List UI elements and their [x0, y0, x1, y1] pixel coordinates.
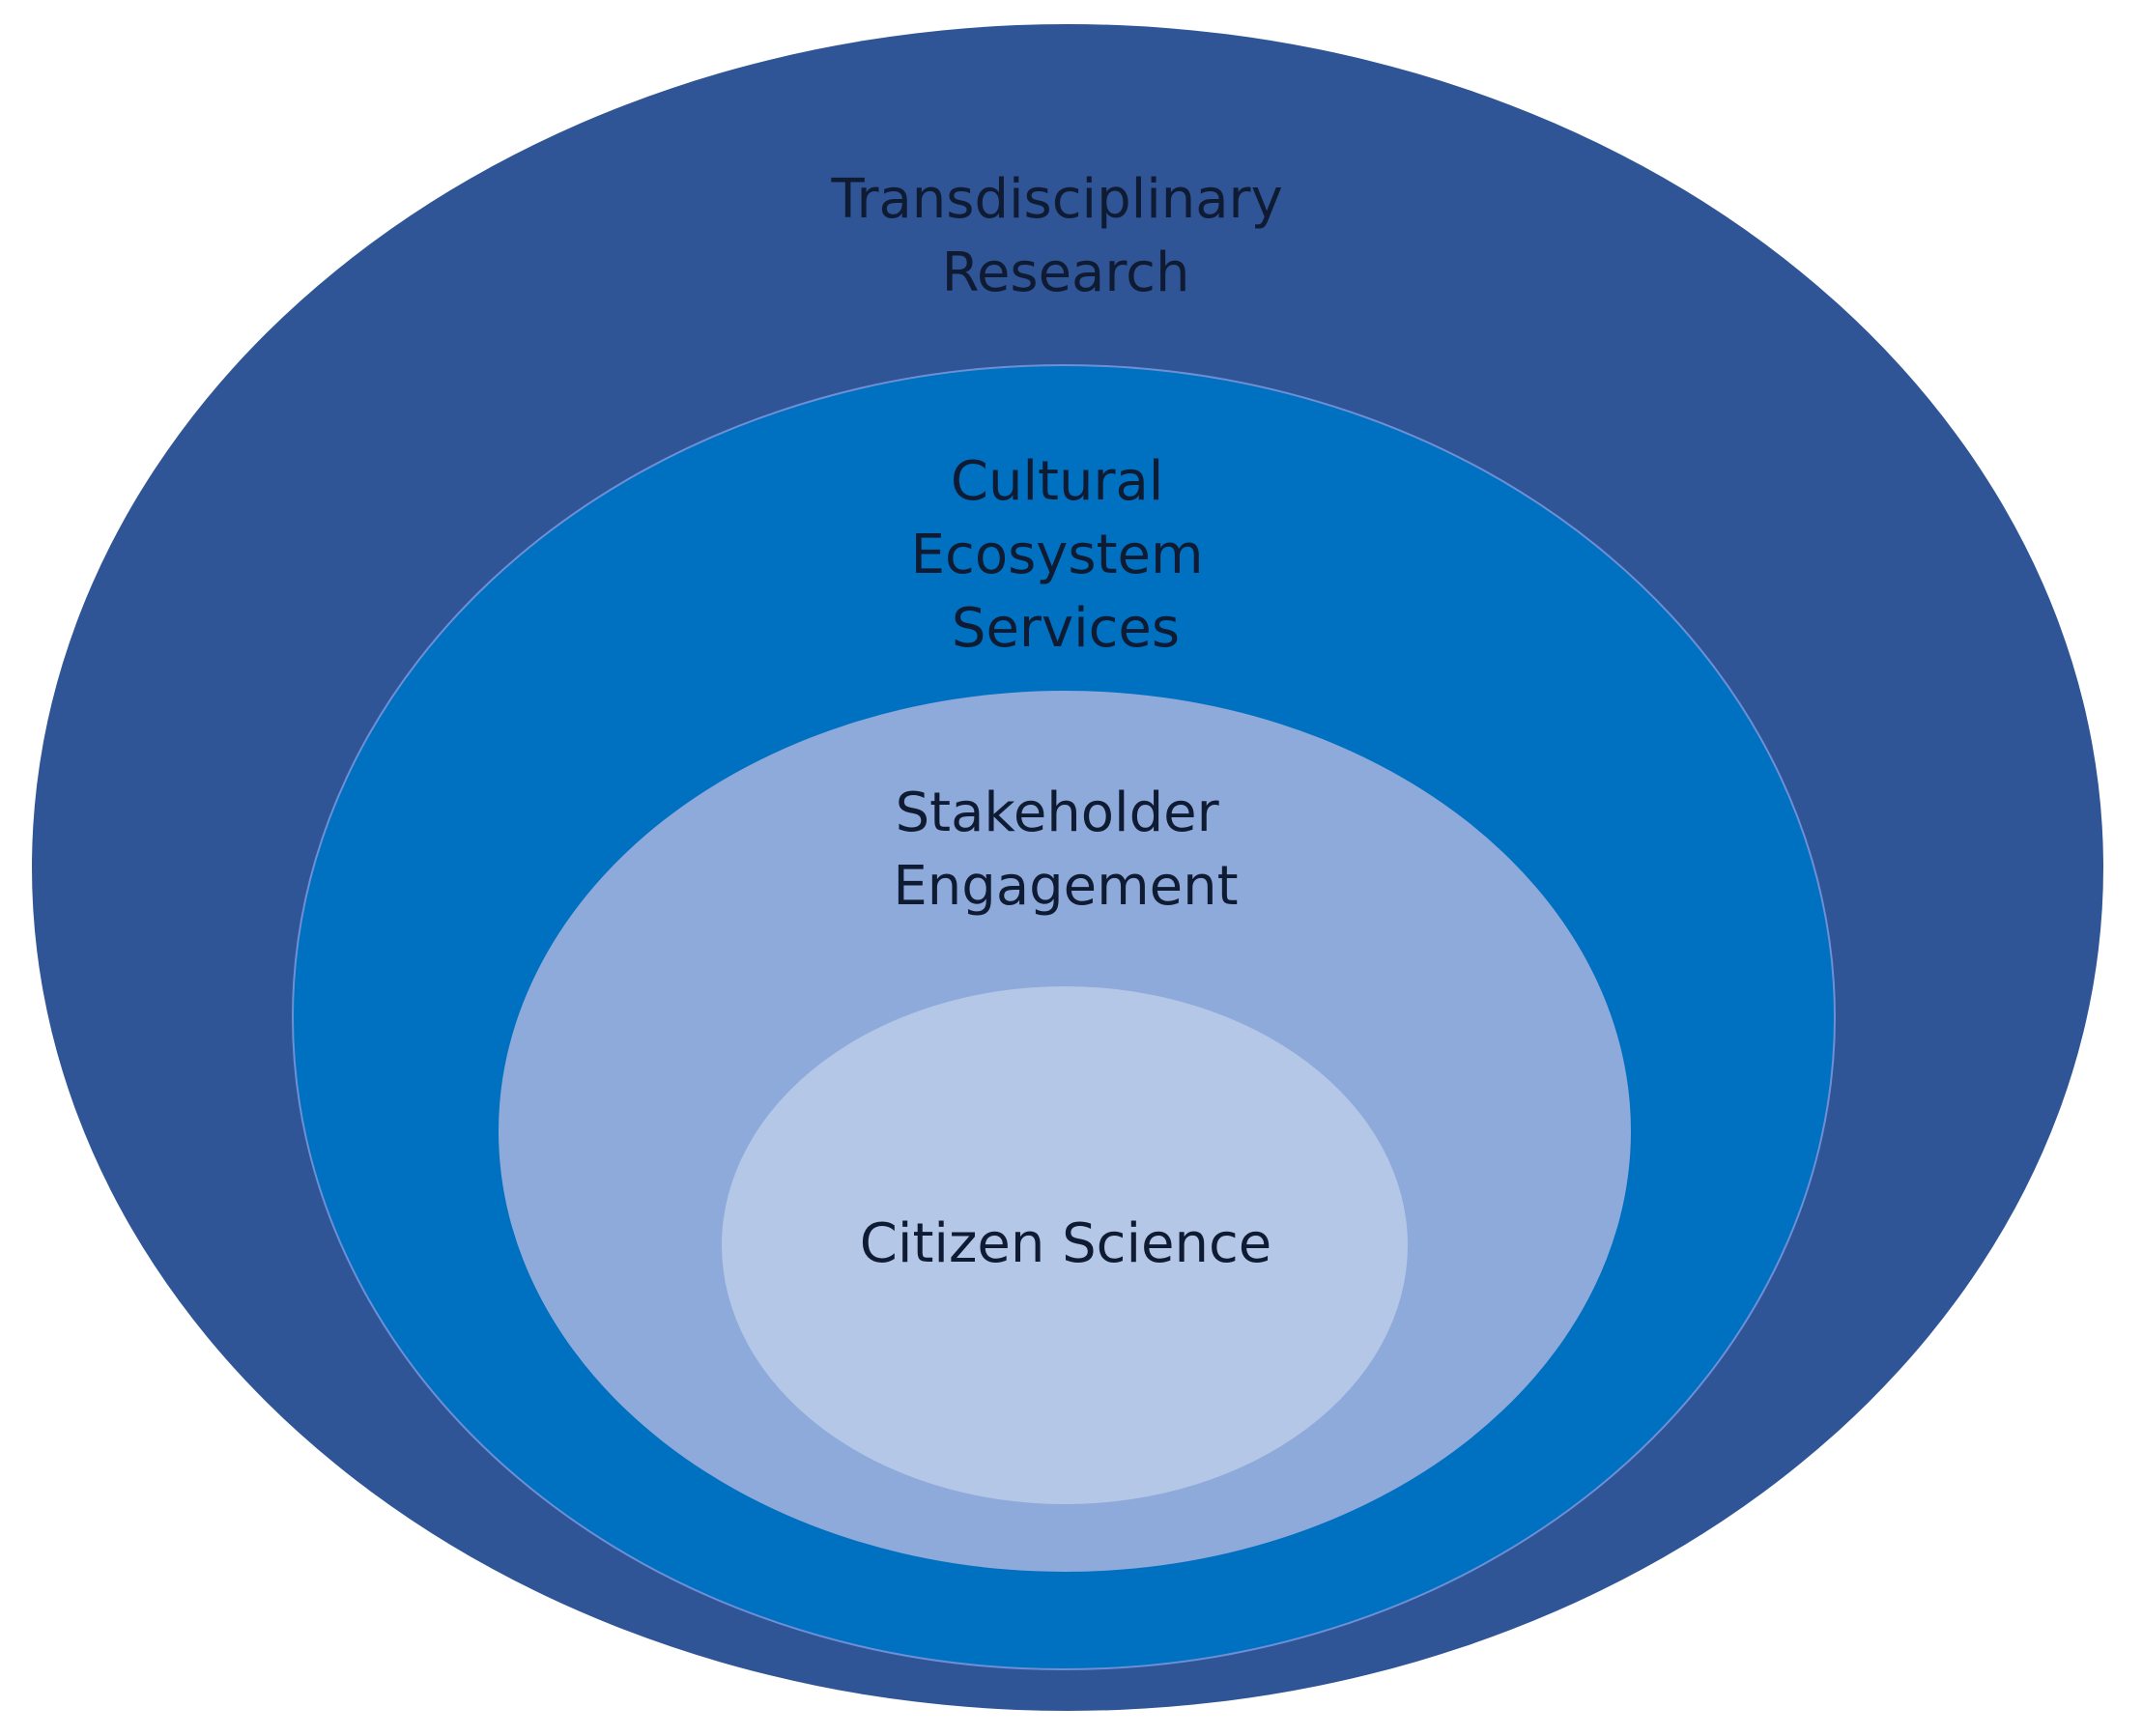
label-citizen-science: Citizen Science — [860, 1212, 1271, 1275]
label-line: Engagement — [893, 855, 1238, 918]
label-line: Transdisciplinary — [830, 168, 1282, 231]
label-line: Citizen Science — [860, 1212, 1271, 1275]
label-transdisciplinary-research: Transdisciplinary Research — [830, 168, 1299, 304]
label-line: Ecosystem — [911, 524, 1204, 586]
label-line: Services — [952, 597, 1180, 660]
label-line: Stakeholder — [896, 782, 1220, 844]
label-line: Cultural — [951, 450, 1164, 513]
label-cultural-ecosystem-services: Cultural Ecosystem Services — [911, 450, 1221, 660]
label-line: Research — [942, 242, 1190, 304]
ring-citizen-science — [722, 986, 1408, 1504]
label-stakeholder-engagement: Stakeholder Engagement — [893, 782, 1238, 918]
